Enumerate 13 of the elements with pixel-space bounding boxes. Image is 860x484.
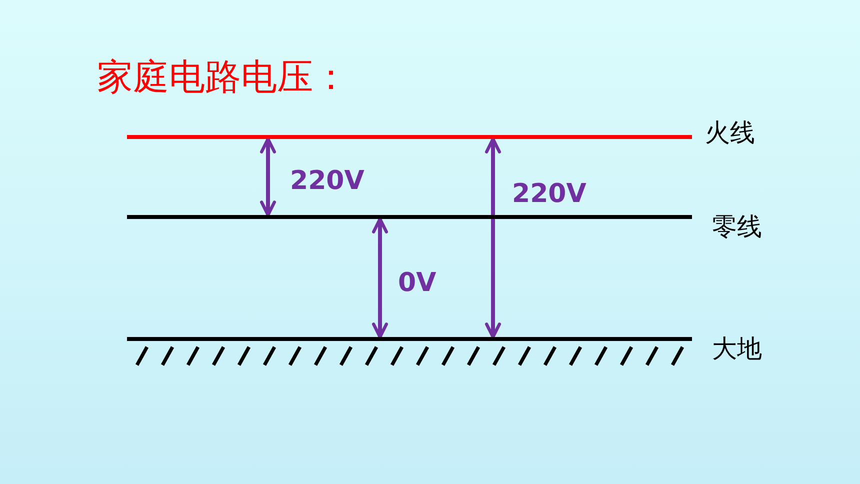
double-arrow (485, 137, 501, 339)
neutral-wire (127, 215, 692, 219)
live-wire (127, 135, 692, 139)
double-arrow (260, 137, 276, 217)
wire-label: 大地 (712, 336, 762, 361)
edge-label: 220V (512, 181, 586, 207)
wire-label: 零线 (712, 214, 762, 239)
double-arrow (372, 217, 388, 339)
title: 家庭电路电压： (97, 60, 349, 96)
edge-label: 220V (290, 168, 364, 194)
ground-symbol (127, 337, 692, 367)
edge-label: 0V (398, 270, 436, 296)
wire-label: 火线 (705, 120, 755, 145)
